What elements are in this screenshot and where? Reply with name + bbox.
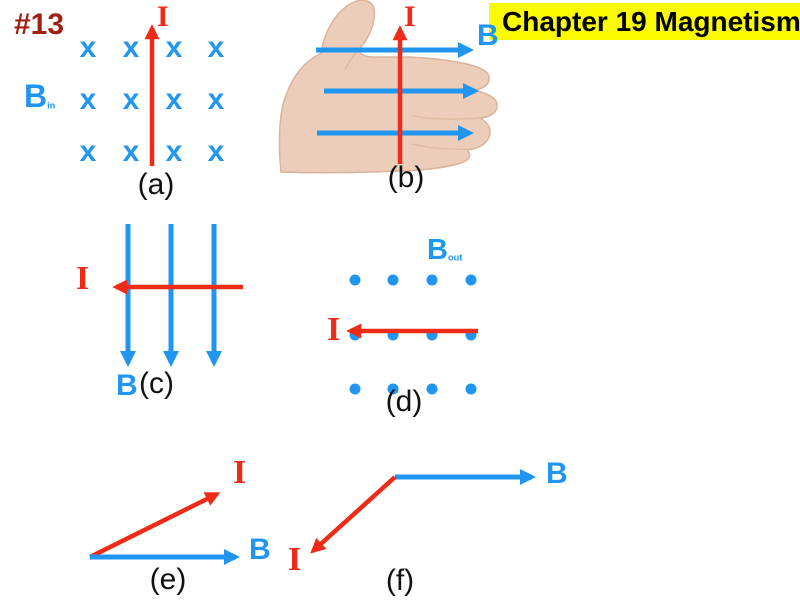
field-subscript-in: in (47, 100, 56, 111)
panel-f-current-label: I (288, 541, 302, 578)
panel-b-caption: (b) (387, 161, 425, 194)
panel-b-field-label: B (477, 19, 499, 52)
panel-e-caption: (e) (149, 563, 187, 596)
panel-d-field-label: Bout (427, 236, 462, 265)
field-out-of-page-dot (349, 383, 361, 395)
right-hand-illustration (278, 0, 498, 174)
hand-silhouette (278, 0, 498, 174)
field-into-page-x: x (123, 135, 140, 168)
panel-c-caption: (c) (139, 367, 174, 400)
panel-d-caption: (d) (385, 385, 423, 418)
panel-a-field-label: Bin (24, 80, 55, 112)
panel-a-current-label: I (157, 0, 169, 33)
field-into-page-x: x (208, 135, 225, 168)
field-symbol-b-out: B (427, 234, 448, 266)
field-into-page-x: x (166, 83, 183, 116)
panel-e-field-label: B (249, 533, 271, 566)
field-out-of-page-dot (426, 274, 438, 286)
panel-b-current-label: I (404, 0, 416, 33)
chapter-banner: Chapter 19 Magnetism (489, 3, 800, 40)
field-out-of-page-dot (465, 383, 477, 395)
panel-c-current-label: I (76, 260, 90, 297)
field-into-page-x: x (123, 83, 140, 116)
field-out-of-page-dot (387, 383, 399, 395)
field-into-page-x: x (80, 135, 97, 168)
field-into-page-x: x (208, 83, 225, 116)
panel-c-field-label: B (116, 369, 138, 402)
panel-e-current-label: I (233, 454, 247, 491)
field-into-page-x: x (80, 83, 97, 116)
current-vector-f (310, 475, 397, 554)
field-subscript-out: out (447, 252, 463, 263)
field-into-page-grid: x x x x x x x x x x x x (80, 31, 225, 168)
field-into-page-x: x (166, 135, 183, 168)
chapter-banner-title: Chapter 19 Magnetism (502, 5, 800, 37)
problem-number: #13 (14, 8, 65, 41)
field-into-page-x: x (166, 31, 183, 64)
field-symbol-b-in: B (24, 78, 48, 114)
field-out-of-page-dot (387, 274, 399, 286)
panel-a-caption: (a) (137, 168, 175, 201)
panel-f-field-label: B (546, 457, 568, 490)
field-into-page-x: x (123, 31, 140, 64)
current-vector-e (89, 491, 221, 560)
field-out-of-page-dot (465, 274, 477, 286)
field-into-page-x: x (208, 31, 225, 64)
field-out-of-page-dot (426, 383, 438, 395)
field-out-of-page-dot (349, 274, 361, 286)
panel-d-current-label: I (327, 311, 341, 348)
field-out-of-page-grid (349, 274, 477, 395)
panel-f-caption: (f) (385, 564, 415, 597)
field-into-page-x: x (80, 31, 97, 64)
